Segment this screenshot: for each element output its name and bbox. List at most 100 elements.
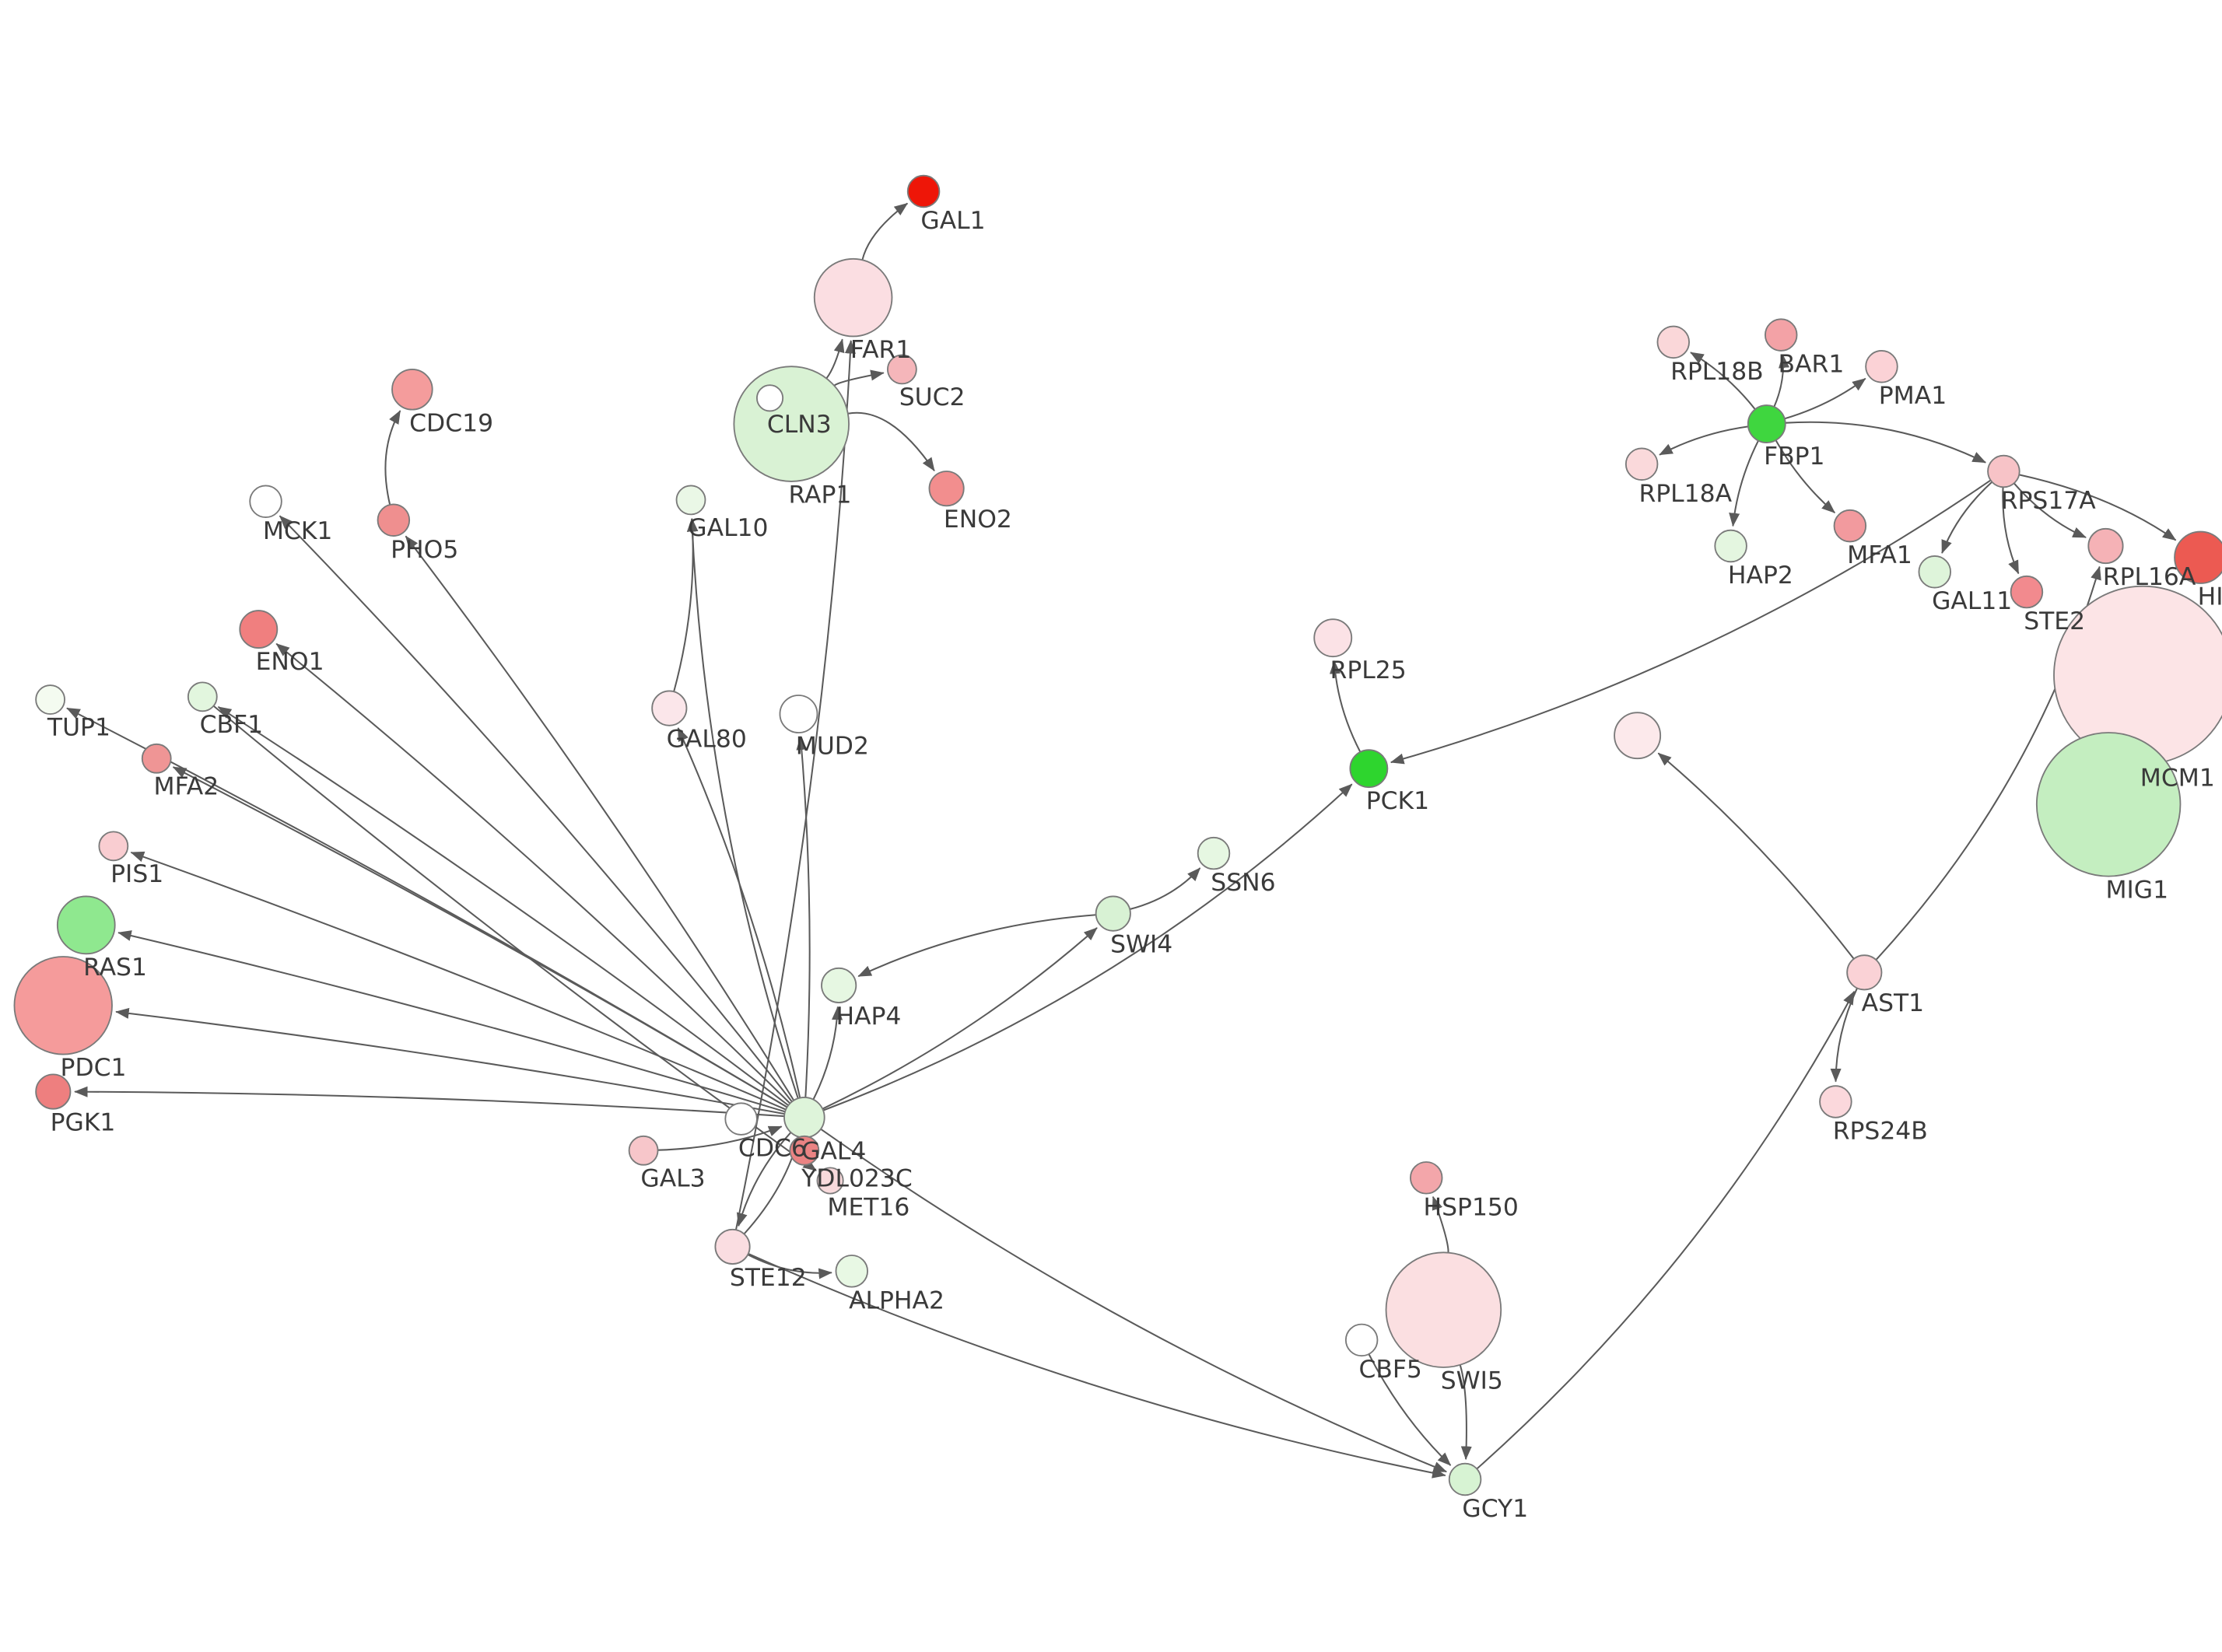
node-pis1[interactable]: [98, 831, 129, 862]
node-rpl25[interactable]: [1313, 618, 1353, 658]
node-hap4[interactable]: [821, 967, 857, 1004]
node-cdc19[interactable]: [391, 369, 433, 411]
edge-gal4-eno1[interactable]: [275, 642, 791, 1104]
node-mud2[interactable]: [779, 695, 818, 733]
node-cdc6[interactable]: [724, 1102, 758, 1136]
node-eno1[interactable]: [239, 610, 279, 649]
edge-gal4-mfa2[interactable]: [172, 766, 788, 1108]
node-pdc1[interactable]: [13, 956, 113, 1055]
node-rpl16a[interactable]: [2087, 527, 2124, 565]
node-swi4[interactable]: [1095, 895, 1131, 932]
node-rps17a[interactable]: [1987, 454, 2020, 488]
node-gal3[interactable]: [628, 1135, 659, 1166]
node-far1[interactable]: [813, 257, 893, 338]
edge-gal4-mud2[interactable]: [796, 736, 811, 1098]
node-eno2[interactable]: [928, 471, 965, 507]
edge-gal4-gal10[interactable]: [686, 517, 799, 1099]
edge-swi5-gcy1[interactable]: [1459, 1364, 1472, 1461]
node-unnamed[interactable]: [1614, 712, 1662, 760]
node-gal4[interactable]: [783, 1097, 825, 1139]
node-gal10[interactable]: [675, 485, 706, 516]
node-hsp150[interactable]: [1410, 1161, 1443, 1195]
edge-swi4-ssn6[interactable]: [1129, 867, 1201, 911]
edge-ast1-rps24b[interactable]: [1830, 987, 1858, 1083]
node-rpl18a[interactable]: [1624, 447, 1659, 481]
edge-gal4-pis1[interactable]: [130, 851, 787, 1111]
edge-ste12-gcy1[interactable]: [748, 1253, 1446, 1479]
node-fbp1[interactable]: [1747, 404, 1786, 443]
edge-rps17a-gal11[interactable]: [1941, 481, 1993, 554]
node-gal80[interactable]: [651, 690, 688, 726]
edge-far1-gal1[interactable]: [861, 202, 909, 261]
edge-ste12-far1[interactable]: [734, 340, 856, 1230]
node-ssn6[interactable]: [1197, 836, 1231, 870]
edge-gal4-ste12[interactable]: [736, 1132, 792, 1227]
edge-gal4-pgk1[interactable]: [74, 1086, 785, 1118]
node-ydl023c[interactable]: [789, 1135, 820, 1166]
edge-gal4-pck1[interactable]: [822, 783, 1353, 1111]
node-hap2[interactable]: [1714, 529, 1747, 563]
node-ste12[interactable]: [714, 1228, 751, 1265]
node-cbf5[interactable]: [1344, 1323, 1379, 1357]
node-pma1[interactable]: [1865, 350, 1898, 383]
node-suc2[interactable]: [887, 354, 917, 385]
edge-rap1-far1[interactable]: [825, 338, 845, 380]
node-bar1[interactable]: [1765, 318, 1798, 352]
edge-swi5-hsp150[interactable]: [1432, 1195, 1449, 1253]
edge-gal4-cbf1[interactable]: [217, 705, 789, 1106]
node-rpl18b[interactable]: [1656, 325, 1690, 359]
node-gal11[interactable]: [1918, 555, 1951, 589]
edge-gal4-ras1[interactable]: [117, 930, 786, 1113]
node-ast1[interactable]: [1846, 954, 1883, 991]
edge-cbf1-met16[interactable]: [212, 705, 817, 1171]
edge-cbf5-gcy1[interactable]: [1368, 1353, 1452, 1466]
node-pgk1[interactable]: [35, 1073, 72, 1110]
node-ste2[interactable]: [2010, 575, 2044, 609]
edge-pck1-rpl25[interactable]: [1329, 660, 1362, 753]
edge-rps17a-ste2[interactable]: [2002, 487, 2020, 575]
node-alpha2[interactable]: [835, 1255, 868, 1288]
edge-ste12-alpha2[interactable]: [747, 1254, 832, 1279]
edge-fbp1-rps17a[interactable]: [1785, 421, 1986, 464]
edge-gal4-gcy1[interactable]: [820, 1128, 1448, 1473]
edge-swi4-hap4[interactable]: [857, 914, 1096, 978]
node-gal1[interactable]: [906, 174, 941, 208]
node-rps24b[interactable]: [1819, 1085, 1852, 1118]
node-tup1[interactable]: [35, 684, 65, 715]
edge-gal4-swi4[interactable]: [822, 927, 1098, 1110]
edge-pho5-cdc19[interactable]: [384, 410, 401, 506]
node-pho5[interactable]: [377, 503, 411, 537]
edge-fbp1-hap2[interactable]: [1729, 440, 1759, 527]
edge-rps17a-his4[interactable]: [2019, 474, 2177, 541]
edge-gcy1-ast1[interactable]: [1476, 990, 1856, 1470]
node-cbf1[interactable]: [187, 681, 218, 712]
edge-fbp1-rpl18b[interactable]: [1690, 352, 1756, 410]
edge-gal4-gal80[interactable]: [677, 727, 801, 1098]
node-mfa1[interactable]: [1833, 509, 1867, 543]
edge-fbp1-bar1[interactable]: [1773, 354, 1790, 408]
node-his4[interactable]: [2174, 530, 2222, 584]
node-gcy1[interactable]: [1448, 1462, 1482, 1496]
node-met16[interactable]: [816, 1167, 844, 1195]
edge-gal4-pdc1[interactable]: [115, 1007, 785, 1115]
edge-fbp1-rpl18a[interactable]: [1659, 425, 1749, 456]
edge-rps17a-rpl16a[interactable]: [2013, 482, 2087, 538]
node-mfa2[interactable]: [141, 743, 172, 774]
edge-gal4-pho5[interactable]: [405, 535, 795, 1101]
node-ras1[interactable]: [56, 895, 116, 955]
node-swi5[interactable]: [1385, 1251, 1502, 1368]
node-mig1[interactable]: [2035, 732, 2182, 877]
node-mck1[interactable]: [249, 485, 282, 519]
node-pck1[interactable]: [1349, 749, 1389, 789]
edge-gal4-hap4[interactable]: [812, 1006, 843, 1101]
edge-gal80-gal10[interactable]: [673, 517, 699, 692]
edge-ast1-unnamed[interactable]: [1657, 752, 1855, 960]
edge-rap1-eno2[interactable]: [847, 411, 935, 472]
node-cln3[interactable]: [756, 384, 784, 412]
edge-rps17a-pck1[interactable]: [1390, 479, 1992, 765]
edge-rap1-suc2[interactable]: [833, 369, 885, 387]
edge-gal3-gal4[interactable]: [657, 1125, 783, 1151]
edge-fbp1-pma1[interactable]: [1784, 377, 1866, 420]
edge-gal4-mck1[interactable]: [279, 515, 793, 1103]
